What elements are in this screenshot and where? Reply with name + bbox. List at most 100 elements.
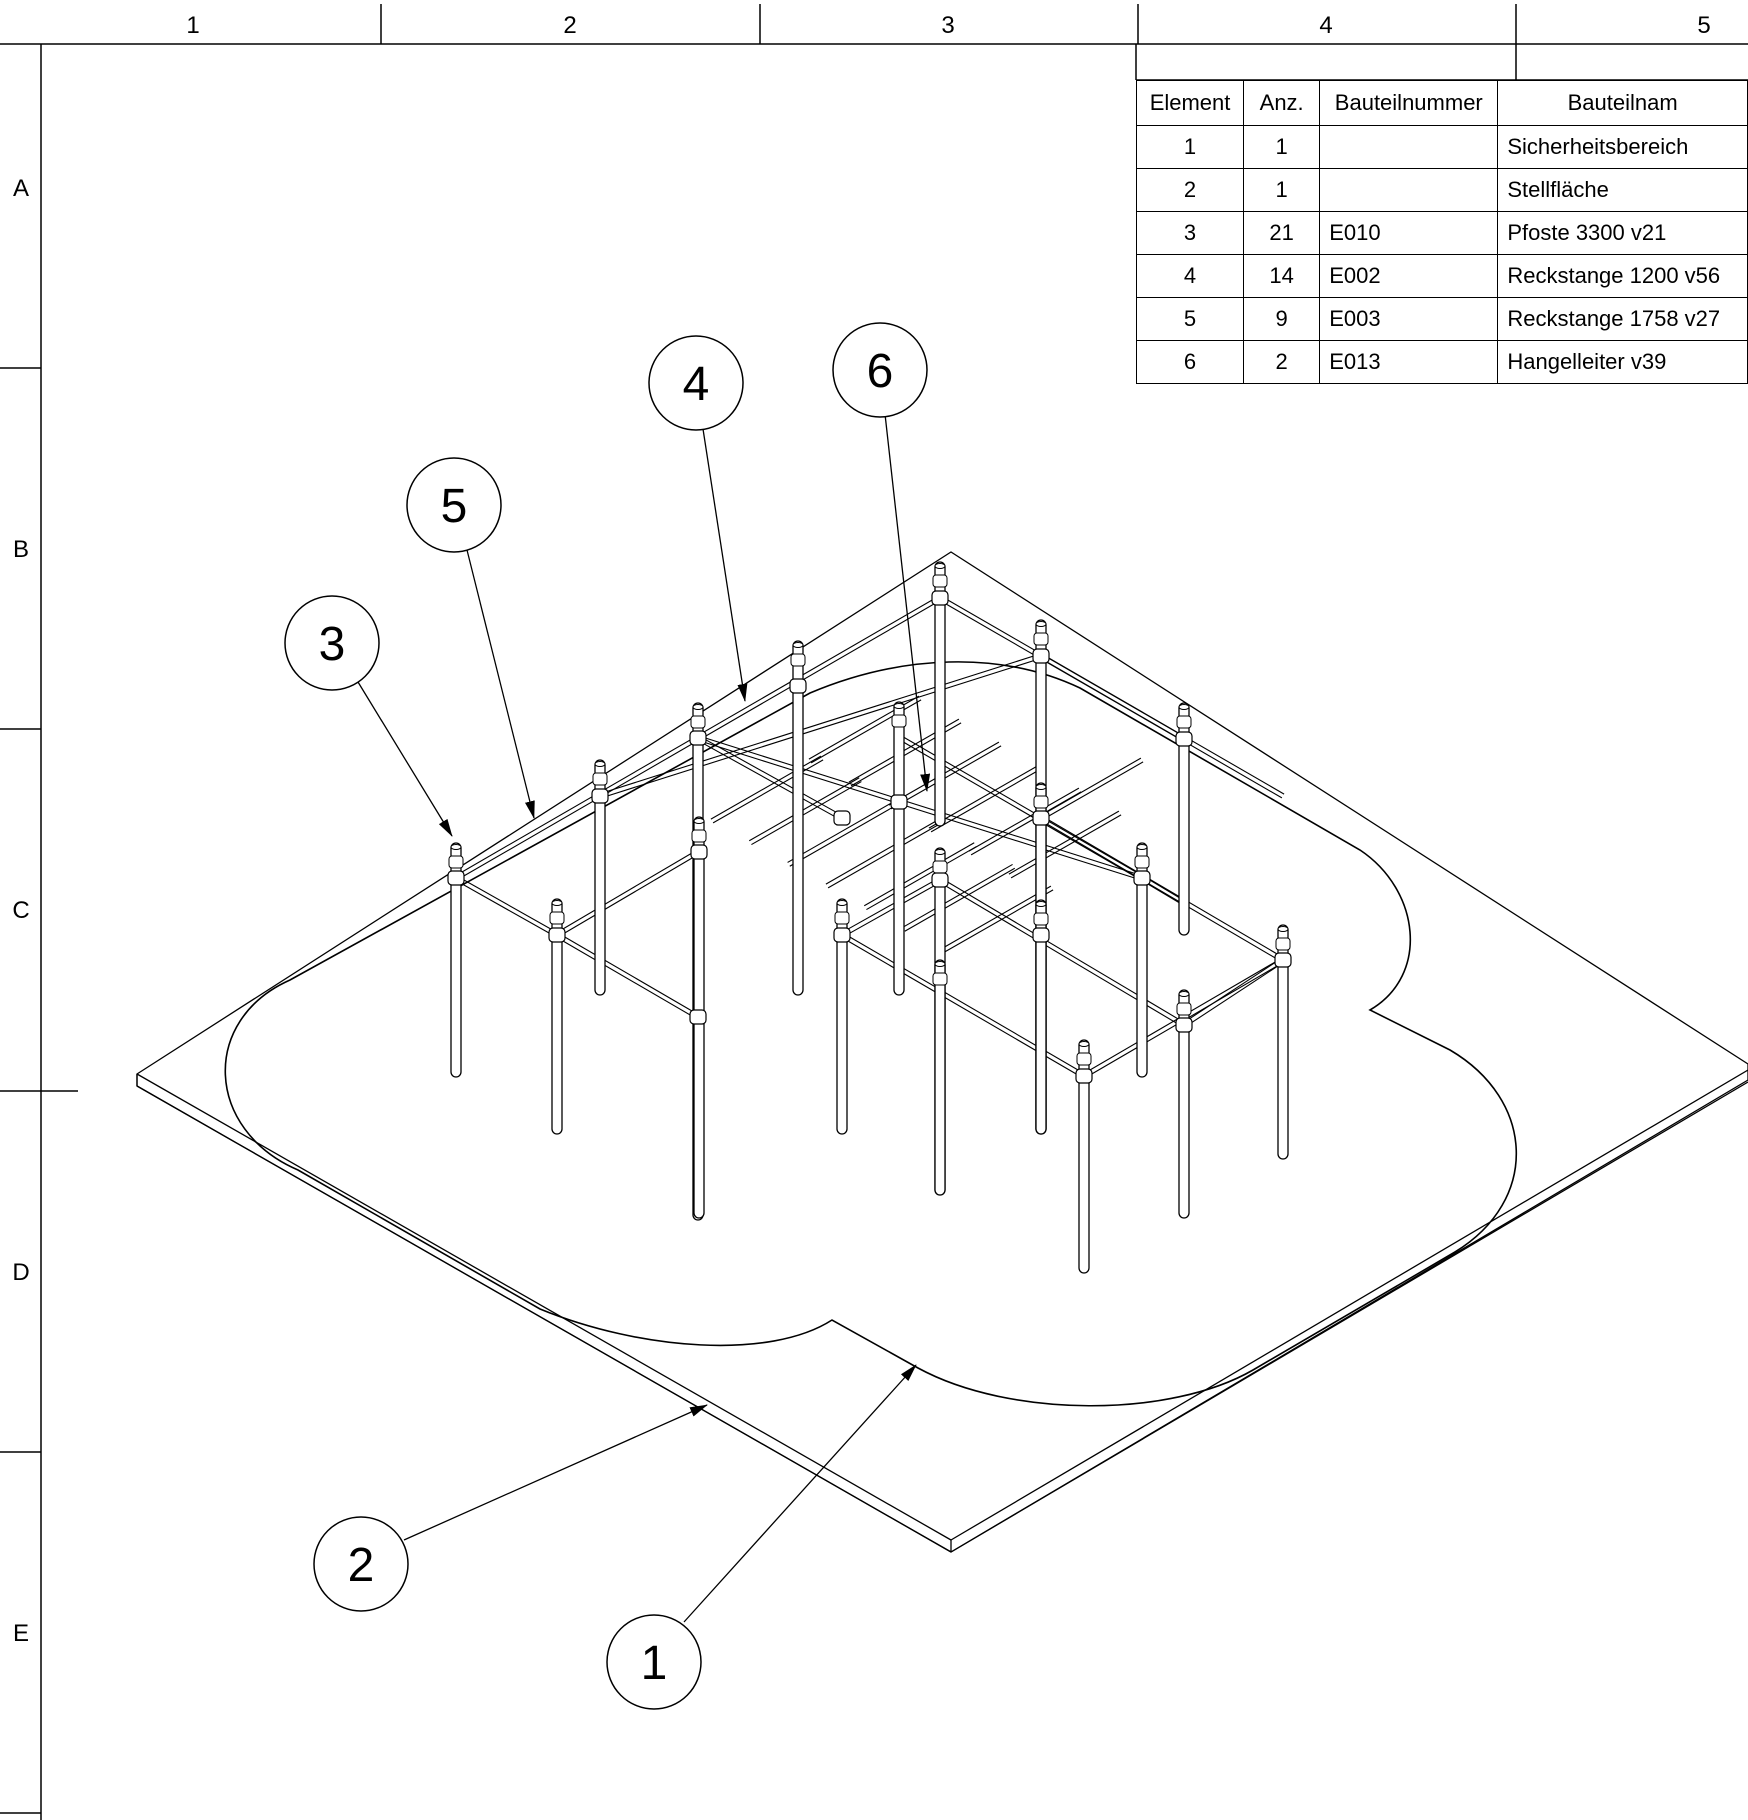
pfoste-11-cap [450, 844, 462, 850]
hangelleiter-rung-4 [825, 820, 937, 885]
pfoste-10-clamp [691, 829, 707, 843]
cell-quantity: 14 [1243, 254, 1321, 298]
parts-list-header: Element Anz. Bauteilnummer Bauteilnam [1135, 80, 1748, 126]
reckstange-9 [1039, 657, 1283, 799]
column-label-3: 3 [941, 12, 954, 39]
hangelleiter-rung-7 [942, 889, 1054, 954]
hangelleiter-upper-rung-5 [968, 787, 1080, 852]
pfoste-18-clamp [1176, 1002, 1192, 1016]
rohrschelle-19 [833, 810, 851, 826]
hangelleiter-rung-3 [787, 798, 898, 863]
rohrschelle-12 [833, 927, 851, 943]
hangelleiter-rung-7 [940, 885, 1052, 950]
cell-part-name: Stellfläche [1497, 168, 1748, 212]
pfoste-1 [934, 561, 946, 827]
pfoste-18-cap [1178, 991, 1190, 997]
cell-part-number: E013 [1319, 340, 1499, 384]
balloon-3 [284, 595, 380, 691]
balloon-label-2: 2 [348, 1539, 375, 1592]
balloon-label-4: 4 [683, 358, 710, 411]
hangelleiter-upper-rung-6 [1008, 810, 1120, 875]
cell-part-number [1319, 168, 1499, 212]
pfoste-6-clamp [891, 714, 907, 728]
hangelleiter-rung-5 [863, 842, 975, 907]
hangelleiter-rung-3 [789, 802, 901, 867]
pfoste-6 [893, 701, 905, 996]
pfoste-14-clamp [1033, 912, 1049, 926]
reckstange-14 [1041, 761, 1144, 821]
pfoste-1-clamp [932, 574, 948, 588]
header-quantity: Anz. [1243, 80, 1321, 126]
hangelleiter-rung-6 [902, 863, 1013, 928]
rohrschelle-13 [690, 844, 708, 860]
leader-6 [884, 413, 931, 792]
rohrschelle-18 [689, 1009, 707, 1025]
rohrschelle-16 [1175, 1017, 1193, 1033]
pfoste-16 [551, 898, 563, 1135]
cell-part-name: Reckstange 1200 v56 [1497, 254, 1748, 298]
pfoste-15 [1277, 924, 1289, 1160]
pfoste-11 [450, 842, 462, 1078]
rohrschelle-14 [1274, 952, 1292, 968]
pfoste-11-clamp [448, 855, 464, 869]
balloon-label-6: 6 [867, 345, 894, 398]
cell-part-name: Hangelleiter v39 [1497, 340, 1748, 384]
hangelleiter-upper-rung-4 [928, 764, 1040, 829]
reckstange-7 [698, 735, 844, 817]
pfoste-17-clamp [932, 972, 948, 986]
pfoste-19 [1078, 1039, 1090, 1274]
pfoste-7 [594, 759, 606, 996]
pfoste-4-clamp [690, 715, 706, 729]
pfoste-4-cap [692, 704, 704, 710]
hangelleiter-rung-2 [751, 781, 862, 846]
pfoste-16-clamp [549, 911, 565, 925]
pfoste-5-clamp [790, 653, 806, 667]
pfoste-19-clamp [1076, 1052, 1092, 1066]
leader-2 [403, 1404, 708, 1541]
column-label-5: 5 [1697, 12, 1710, 39]
cell-element: 2 [1135, 168, 1245, 212]
table-row: 1 1 Sicherheitsbereich [1135, 125, 1748, 169]
parts-list-table: Element Anz. Bauteilnummer Bauteilnam 1 … [1135, 80, 1748, 384]
reckstange-3 [456, 875, 559, 934]
pfoste-15-clamp [1275, 937, 1291, 951]
leader-4 [702, 428, 748, 702]
pfoste-9 [1136, 842, 1148, 1078]
rohrschelle-3 [689, 730, 707, 746]
cell-quantity: 2 [1243, 340, 1321, 384]
reckstange-15 [557, 853, 700, 938]
reckstange-5 [600, 657, 1042, 799]
pfoste-17 [934, 959, 946, 1196]
pfoste-3-cap [1035, 621, 1047, 627]
rohrschelle-6 [890, 794, 908, 810]
rohrschelle-1 [931, 590, 949, 606]
header-part-number: Bauteilnummer [1319, 80, 1499, 126]
rohrschelle-4 [1032, 648, 1050, 664]
leader-1 [683, 1364, 917, 1623]
pfoste-1-cap [934, 563, 946, 569]
reckstange-6 [698, 735, 1143, 877]
balloon-6 [832, 322, 928, 418]
reckstange-6 [697, 739, 1142, 881]
reckstange-11 [1041, 815, 1285, 959]
balloon-2 [313, 1516, 409, 1612]
cell-element: 5 [1135, 297, 1245, 341]
cell-part-name: Sicherheitsbereich [1497, 125, 1748, 169]
hangelleiter-upper-rung-4 [930, 768, 1042, 833]
pfoste-7-clamp [592, 772, 608, 786]
hangelleiter-rung-6 [904, 867, 1016, 932]
rohrschelle-8 [548, 927, 566, 943]
reckstange-17 [1184, 961, 1285, 1028]
table-row: 5 9 E003 Reckstange 1758 v27 [1135, 297, 1748, 341]
pfoste-2-clamp [1176, 715, 1192, 729]
rohrschelle-5 [789, 678, 807, 694]
reckstange-9 [1041, 653, 1285, 795]
rohrschelle-7 [447, 870, 465, 886]
pfoste-15-cap [1277, 926, 1289, 932]
hangelleiter-rung-2 [748, 777, 860, 842]
cell-part-number: E003 [1319, 297, 1499, 341]
column-label-2: 2 [563, 12, 576, 39]
pfoste-5 [792, 640, 804, 996]
pfoste-8-cap [1035, 784, 1047, 790]
